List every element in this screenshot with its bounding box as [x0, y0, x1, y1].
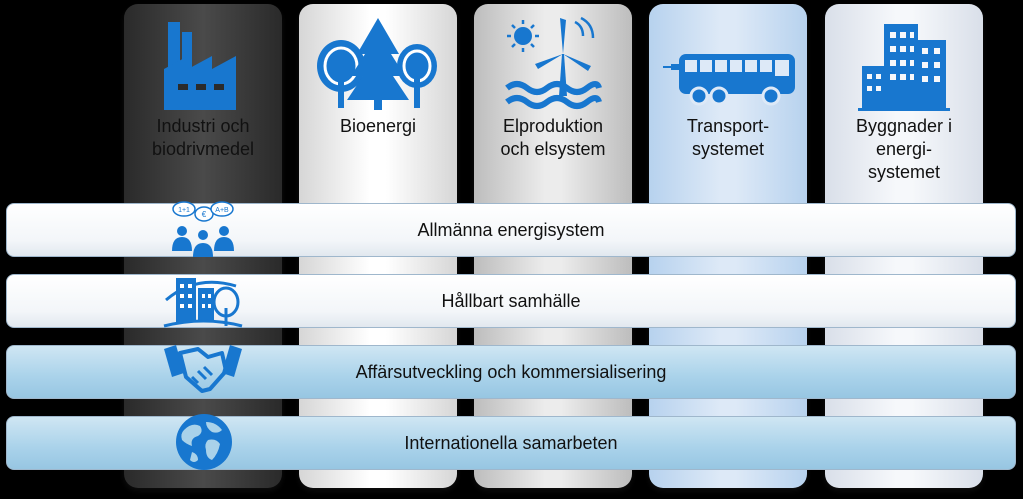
band-label: Affärsutveckling och kommersialisering	[355, 361, 667, 382]
band-label: Hållbart samhälle	[441, 290, 581, 311]
band-label: Internationella samarbeten	[404, 432, 618, 453]
bus-icon	[649, 14, 807, 114]
people-discussion-icon: 1+1 € A+B	[162, 199, 244, 261]
column-title: Bioenergi	[339, 116, 417, 136]
band-general-energy-systems: 1+1 € A+B Allmänna energisystem	[6, 201, 1016, 257]
bubble-text: A+B	[215, 207, 229, 214]
column-title: Elproduktion och elsystem	[500, 116, 606, 159]
buildings-icon	[825, 14, 983, 114]
bubble-text: 1+1	[178, 207, 190, 214]
band-sustainable-society: Hållbart samhälle	[6, 274, 1016, 328]
factory-icon	[124, 14, 282, 114]
globe-icon	[162, 412, 244, 474]
band-label: Allmänna energisystem	[417, 219, 605, 240]
sustainable-city-icon	[162, 270, 244, 332]
band-business-development: Affärsutveckling och kommersialisering	[6, 345, 1016, 399]
bubble-text: €	[202, 210, 207, 219]
column-title: Industri och biodrivmedel	[151, 116, 255, 159]
column-title: Transport- systemet	[686, 116, 770, 159]
wind-turbine-sun-waves-icon	[474, 14, 632, 114]
handshake-icon	[162, 341, 244, 403]
trees-icon	[299, 14, 457, 114]
column-title: Byggnader i energi- systemet	[855, 116, 953, 182]
band-international-cooperation: Internationella samarbeten	[6, 414, 1016, 470]
